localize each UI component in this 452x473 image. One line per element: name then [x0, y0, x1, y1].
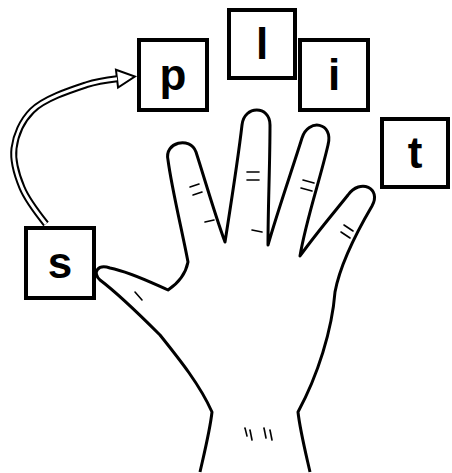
letter-box: s — [24, 226, 96, 300]
arrow-inner — [14, 79, 117, 224]
letter-text: l — [256, 22, 268, 66]
letter-box: t — [380, 117, 450, 189]
letter-text: s — [48, 241, 72, 285]
letter-box: l — [227, 8, 297, 80]
letter-box: p — [137, 38, 209, 112]
curved-arrow — [14, 79, 117, 224]
finger-creases — [135, 172, 353, 440]
arrow-outline — [14, 79, 117, 224]
letter-text: t — [408, 131, 423, 175]
letter-text: i — [328, 53, 340, 97]
letter-box: i — [298, 38, 370, 112]
letter-text: p — [160, 53, 187, 97]
hand-outline — [96, 110, 374, 472]
